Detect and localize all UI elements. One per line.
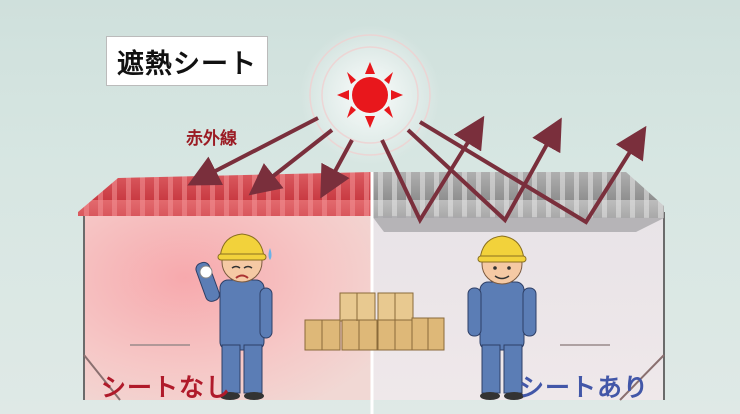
infrared-label: 赤外線: [186, 129, 237, 149]
title-text: 遮熱シート: [117, 48, 257, 80]
infrared-arrows-left: [187, 116, 354, 199]
worker-cool-icon: [467, 235, 537, 400]
caption-without-sheet: シートなし: [101, 373, 232, 402]
title-box: 遮熱シート: [106, 36, 268, 86]
worker-hot-icon: [195, 233, 273, 400]
red-roof: [78, 172, 372, 216]
sun-icon: [337, 62, 403, 128]
caption-with-sheet: シートあり: [519, 373, 650, 402]
reflected-arrows-right: [380, 115, 647, 225]
boxes-icon: [304, 292, 445, 351]
